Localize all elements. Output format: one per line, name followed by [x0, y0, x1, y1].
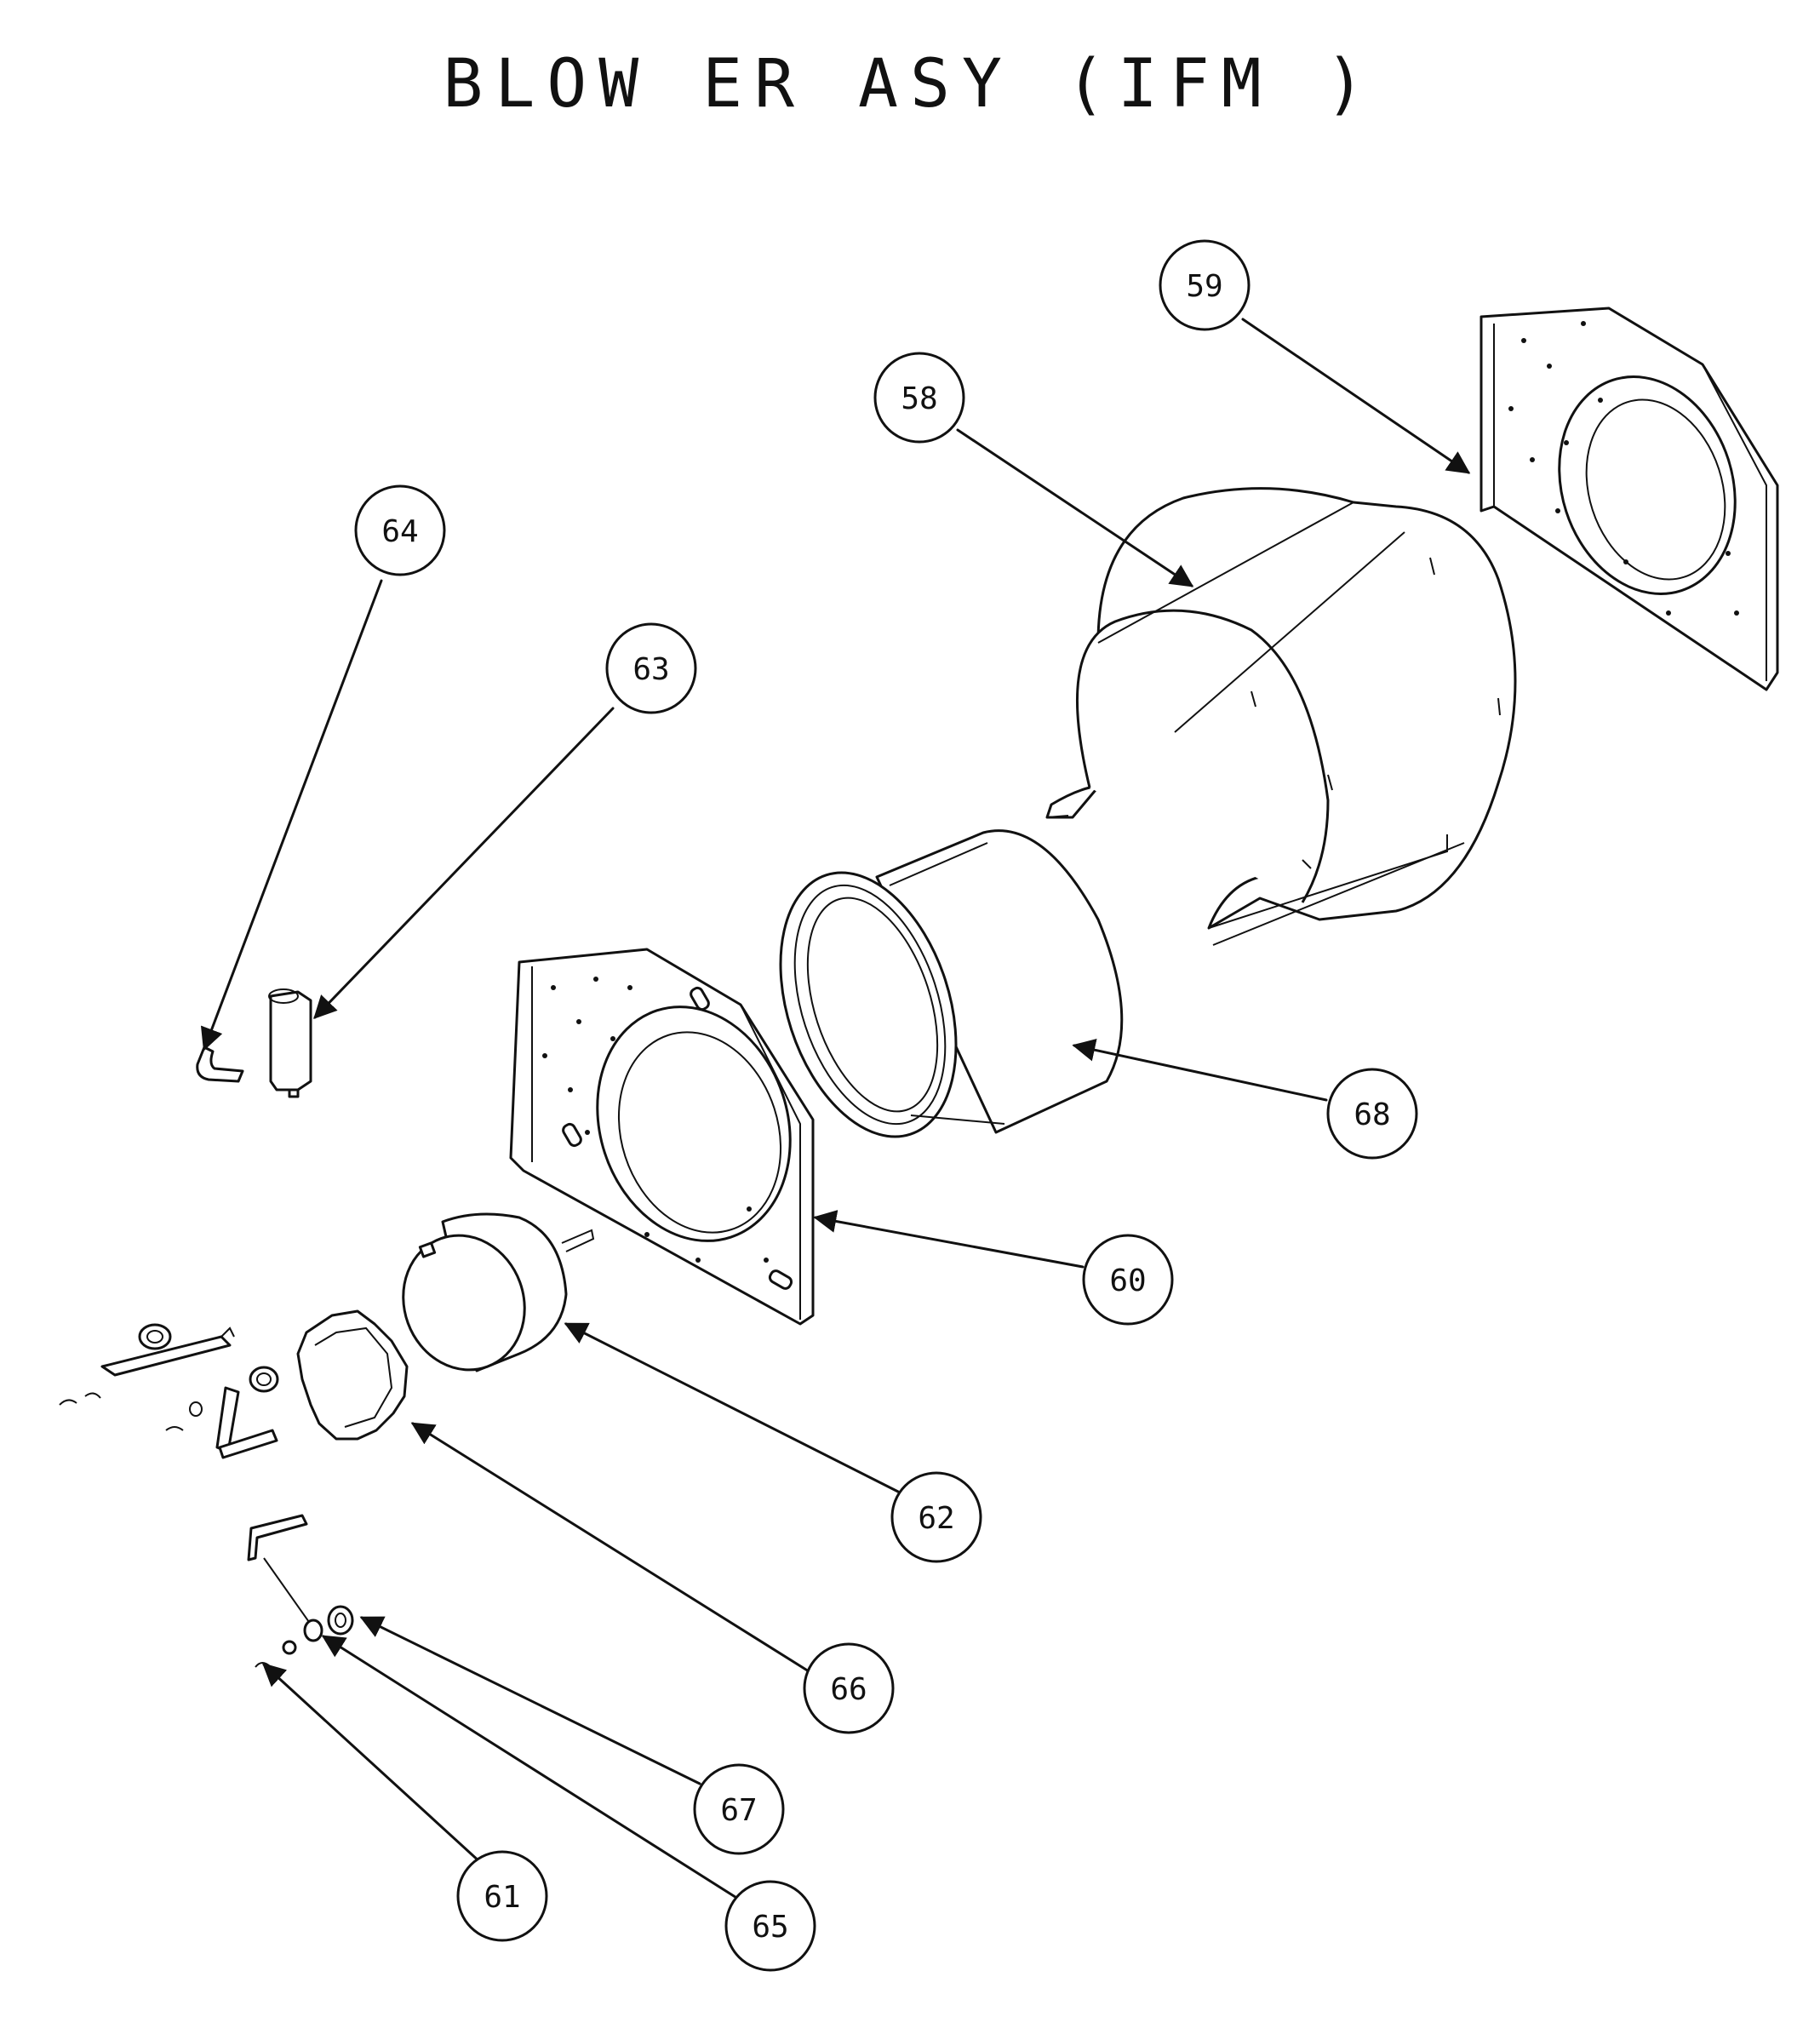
- part-60-front-panel: [509, 948, 815, 1326]
- callout-64-label: 64: [381, 514, 418, 549]
- diagram-title: BLOW ER ASY (IFM ): [443, 46, 1376, 123]
- part-59-rear-panel: [1479, 307, 1779, 691]
- callout-63[interactable]: 63: [605, 622, 697, 714]
- callout-67[interactable]: 67: [693, 1763, 785, 1855]
- part-58-blower-housing: [1045, 487, 1517, 946]
- part-62-motor: [402, 1212, 595, 1372]
- motor-mount-arms: [59, 1323, 279, 1459]
- callout-67-label: 67: [720, 1793, 757, 1828]
- small-hardware: [247, 1514, 354, 1668]
- callout-62[interactable]: 62: [890, 1471, 982, 1563]
- callout-66-label: 66: [830, 1672, 867, 1707]
- callout-58-label: 58: [901, 381, 937, 416]
- callout-59-label: 59: [1186, 269, 1222, 304]
- callout-63-label: 63: [632, 652, 669, 687]
- callout-65[interactable]: 65: [724, 1880, 816, 1972]
- part-66-mount-bracket: [296, 1309, 409, 1441]
- callout-60-label: 60: [1109, 1263, 1146, 1298]
- callout-65-label: 65: [752, 1910, 788, 1945]
- part-67-grommet: [327, 1605, 354, 1636]
- leader-arrows: [200, 318, 1471, 1902]
- callout-62-label: 62: [918, 1501, 954, 1536]
- part-65-washer: [303, 1619, 323, 1642]
- part-63-capacitor: [268, 988, 312, 1098]
- callout-59[interactable]: 59: [1159, 239, 1251, 331]
- callout-60[interactable]: 60: [1082, 1234, 1174, 1326]
- part-64-clip: [196, 1046, 244, 1083]
- callout-68[interactable]: 68: [1326, 1068, 1418, 1160]
- callout-68-label: 68: [1354, 1097, 1390, 1132]
- callout-61[interactable]: 61: [456, 1850, 548, 1942]
- part-68-blower-wheel: [779, 829, 1124, 1138]
- callout-66[interactable]: 66: [803, 1642, 895, 1734]
- callout-61-label: 61: [484, 1880, 520, 1915]
- callout-64[interactable]: 64: [354, 484, 446, 576]
- callout-58[interactable]: 58: [873, 352, 965, 444]
